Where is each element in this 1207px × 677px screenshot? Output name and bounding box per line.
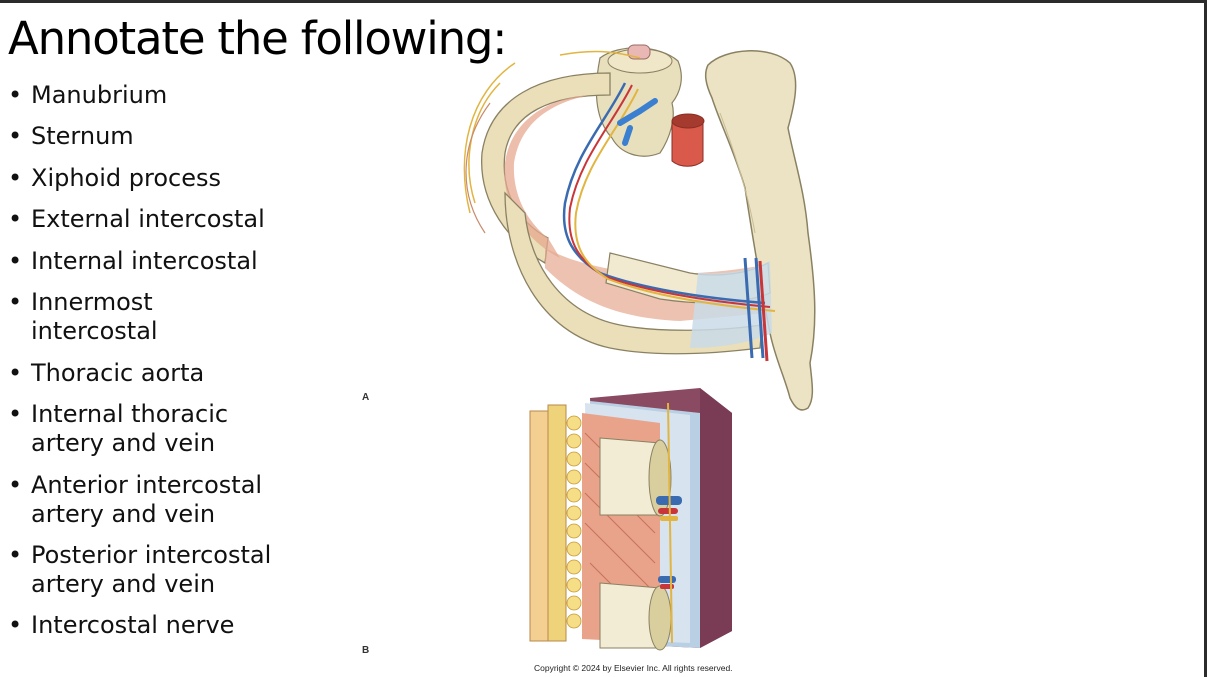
bullet-text: Anterior intercostal artery and vein [31, 471, 263, 528]
bullet-text: Innermost intercostal [31, 288, 158, 345]
artery-cross-section-illustration [658, 508, 678, 514]
intercostal-artery-illustration [568, 84, 771, 308]
bullet-text: Internal thoracic artery and vein [31, 400, 229, 457]
rib-lower-illustration [504, 191, 763, 355]
slide-title: Annotate the following: [8, 12, 507, 65]
anatomy-figure-b [529, 388, 732, 651]
skin-layer-illustration [529, 410, 551, 642]
bullet-text: Posterior intercostal artery and vein [31, 541, 272, 598]
bullet-icon: • [8, 81, 23, 109]
bullet-item: • Posterior intercostal artery and vein [8, 541, 361, 599]
bullet-item: • Innermost intercostal [8, 288, 361, 346]
bullet-text: External intercostal [31, 205, 265, 233]
bullet-item: • Manubrium [8, 81, 361, 110]
bullet-text: Sternum [31, 122, 134, 150]
bullet-icon: • [8, 205, 23, 233]
bullet-item: • Internal intercostal [8, 247, 361, 276]
figure-label-b: B [362, 645, 370, 656]
bullet-item: • Internal thoracic artery and vein [8, 400, 361, 458]
thoracic-aorta-illustration [671, 120, 704, 167]
bullet-icon: • [8, 247, 23, 275]
bullet-icon: • [8, 288, 23, 316]
figure-label-a: A [362, 392, 370, 403]
fat-layer-illustration [566, 415, 582, 629]
intercostal-nerve-illustration [574, 88, 776, 312]
bullet-icon: • [8, 611, 23, 639]
pleura-layer-illustration [700, 388, 732, 648]
bullet-icon: • [8, 359, 23, 387]
anatomy-figure-a [463, 44, 816, 411]
bullet-text: Thoracic aorta [31, 359, 205, 387]
bullet-item: • Sternum [8, 122, 361, 151]
bullet-icon: • [8, 122, 23, 150]
bullet-icon: • [8, 541, 23, 569]
bullet-item: • Intercostal nerve [8, 611, 361, 640]
bullet-item: • Anterior intercostal artery and vein [8, 471, 361, 529]
bullet-text: Manubrium [31, 81, 168, 109]
bullet-item: • External intercostal [8, 205, 361, 234]
bullet-item: • Xiphoid process [8, 164, 361, 193]
copyright-notice: Copyright © 2024 by Elsevier Inc. All ri… [534, 663, 733, 673]
intercostal-vein-illustration [562, 82, 766, 305]
bullet-icon: • [8, 400, 23, 428]
bullet-text: Xiphoid process [31, 164, 221, 192]
bullet-text: Internal intercostal [31, 247, 258, 275]
bullet-icon: • [8, 471, 23, 499]
bullet-item: • Thoracic aorta [8, 359, 361, 388]
bullet-text: Intercostal nerve [31, 611, 235, 639]
slide: Annotate the following: • Manubrium • Ster… [0, 3, 1204, 677]
bullet-icon: • [8, 164, 23, 192]
